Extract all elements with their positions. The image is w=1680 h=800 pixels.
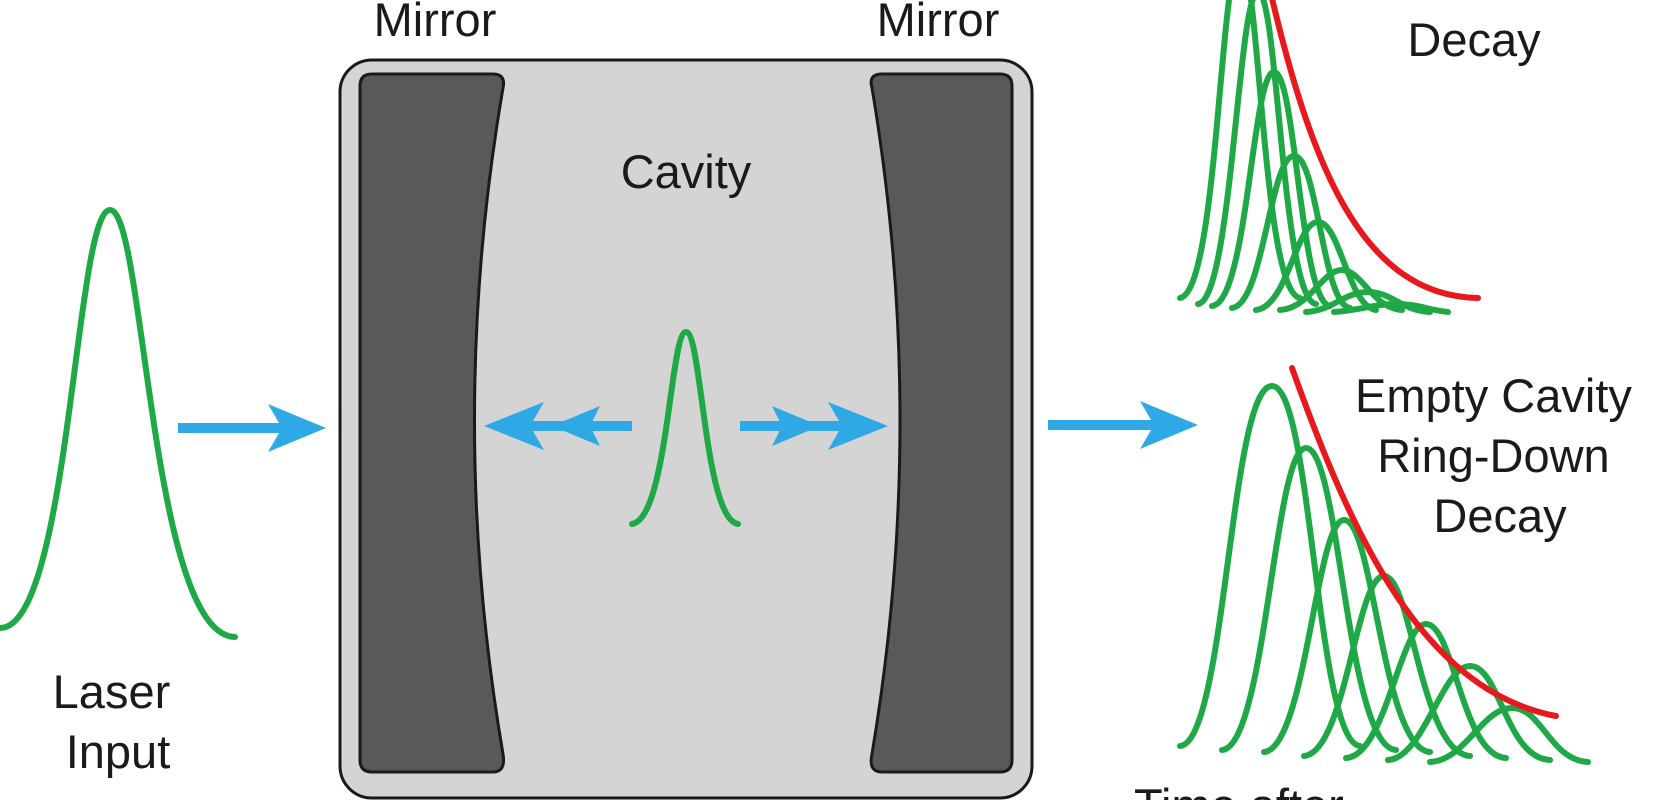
sample-decay-label: Decay [1407, 13, 1541, 66]
bounce-right-arrow [740, 402, 888, 450]
right-mirror-label: Mirror [877, 0, 1000, 46]
left-mirror [358, 72, 505, 774]
sample-ringdown-pulses [1177, 0, 1451, 315]
bounce-left-arrow [484, 402, 632, 450]
time-axis-label: Time after [1134, 779, 1344, 800]
left-mirror-label: Mirror [374, 0, 497, 46]
output-arrow [1048, 401, 1198, 449]
cavity-housing [338, 58, 1034, 800]
empty-cavity-decay-label: Empty Cavity Ring-Down Decay [1355, 369, 1645, 542]
sample-decay-curve [1269, 0, 1481, 301]
input-pulse [0, 206, 238, 640]
cavity-label: Cavity [621, 145, 752, 198]
empty-decay-curve [1289, 365, 1559, 719]
laser-input-label: Laser Input [53, 665, 184, 778]
input-arrow [178, 404, 326, 452]
right-mirror [869, 72, 1014, 774]
cavity-pulse [629, 328, 741, 527]
